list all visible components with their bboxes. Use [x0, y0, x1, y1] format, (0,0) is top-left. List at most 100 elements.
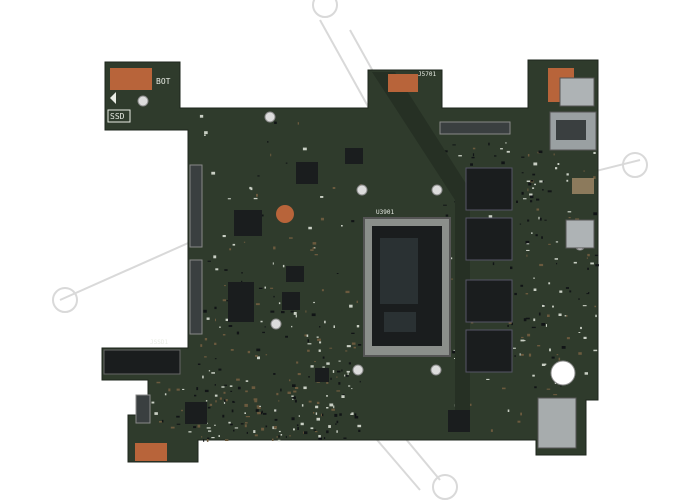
smd-component	[331, 408, 335, 411]
smd-component	[561, 346, 566, 349]
smd-component	[539, 263, 544, 267]
smd-component	[199, 114, 204, 118]
smd-component	[280, 434, 283, 436]
sd-slot	[537, 397, 577, 449]
smd-component	[297, 427, 299, 430]
smd-component	[335, 423, 337, 425]
smd-component	[468, 403, 472, 406]
smd-component	[549, 348, 551, 352]
smd-component	[557, 163, 560, 165]
smd-component	[349, 304, 353, 308]
smd-component	[593, 151, 596, 154]
smd-component	[336, 430, 338, 433]
smd-component	[558, 357, 561, 361]
smd-component	[586, 293, 590, 295]
smd-component	[278, 435, 280, 438]
smd-component	[308, 376, 310, 378]
smd-component	[527, 154, 530, 157]
smd-component	[528, 182, 532, 186]
smd-component	[542, 304, 545, 307]
smd-component	[535, 234, 538, 237]
smd-component	[450, 257, 453, 260]
smd-component	[255, 355, 258, 357]
smd-component	[575, 218, 580, 221]
smd-component	[541, 323, 546, 326]
smd-component	[532, 374, 535, 377]
smd-component	[287, 391, 291, 394]
smd-component	[490, 429, 493, 432]
smd-component	[338, 360, 341, 362]
smd-component	[310, 365, 314, 368]
smd-component	[538, 150, 543, 154]
smd-component	[197, 424, 201, 428]
smd-component	[326, 395, 328, 397]
smd-component	[218, 368, 222, 371]
smd-component	[578, 332, 581, 333]
smd-component	[303, 431, 308, 435]
smd-component	[215, 268, 219, 271]
smd-component	[520, 284, 524, 287]
smd-component	[556, 262, 558, 265]
smd-component	[341, 225, 343, 227]
smd-component	[206, 427, 211, 429]
smd-component	[542, 189, 544, 191]
smd-component	[472, 147, 476, 150]
smd-component	[244, 412, 246, 414]
smd-component	[351, 388, 353, 390]
smd-component	[452, 144, 456, 146]
smd-component	[315, 405, 319, 409]
smd-component	[502, 387, 506, 390]
smd-component	[587, 267, 589, 270]
smd-component	[223, 391, 226, 394]
smd-component	[513, 347, 516, 349]
smd-component	[320, 217, 324, 221]
smd-component	[273, 373, 276, 375]
smd-component	[292, 398, 294, 400]
smd-component	[305, 310, 307, 313]
smd-component	[578, 352, 582, 355]
smd-component	[295, 387, 299, 389]
smd-component	[213, 255, 217, 259]
smd-component	[523, 340, 526, 342]
smd-component	[315, 412, 318, 415]
smd-component	[303, 431, 305, 434]
smd-component	[293, 428, 295, 431]
smd-component	[328, 425, 331, 428]
smd-component	[580, 326, 582, 330]
smd-component	[511, 322, 513, 326]
smd-component	[291, 395, 294, 397]
cpu-die-sub	[380, 238, 418, 304]
smd-component	[219, 326, 221, 328]
smd-component	[525, 317, 530, 320]
smd-component	[168, 388, 171, 392]
smd-component	[209, 403, 213, 406]
smd-component	[470, 163, 473, 166]
smd-component	[526, 249, 530, 251]
smd-component	[326, 381, 329, 384]
smd-component	[272, 438, 274, 441]
smd-component	[228, 421, 231, 424]
smd-component	[536, 208, 540, 211]
usb-port	[556, 120, 586, 140]
smd-component	[151, 401, 155, 404]
smd-component	[211, 171, 216, 175]
smd-component	[316, 401, 320, 404]
smd-component	[208, 430, 212, 432]
smd-component	[204, 134, 206, 136]
smd-component	[274, 409, 277, 412]
smd-component	[541, 363, 546, 366]
smd-component	[445, 214, 449, 217]
smd-component	[307, 339, 309, 343]
smd-component	[347, 372, 349, 376]
smd-component	[312, 247, 315, 249]
smd-component	[176, 388, 180, 391]
smd-component	[312, 242, 317, 245]
smd-component	[240, 423, 244, 425]
smd-component	[164, 393, 167, 396]
smd-component	[565, 287, 569, 289]
smd-component	[215, 318, 216, 322]
smd-component	[233, 429, 235, 432]
smd-component	[541, 236, 543, 239]
smd-component	[318, 437, 322, 440]
smd-component	[245, 390, 248, 393]
